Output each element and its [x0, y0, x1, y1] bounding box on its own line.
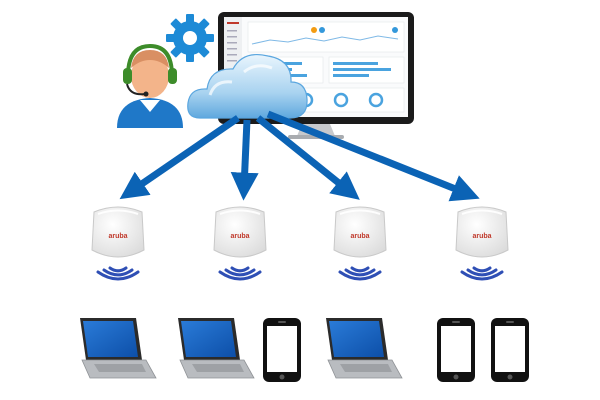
- arrow-to-ap-1: [119, 115, 240, 200]
- gear-icon: [166, 14, 214, 62]
- access-point-icon: aruba: [91, 206, 145, 258]
- distribution-arrows: [119, 110, 480, 202]
- access-points: aruba aruba aruba aruba: [91, 206, 509, 281]
- laptop-icon: [326, 318, 403, 379]
- smartphone-icon: [263, 318, 301, 382]
- access-point-icon: aruba: [333, 206, 387, 258]
- smartphone-icon: [491, 318, 529, 382]
- access-point-brand: aruba: [108, 233, 127, 240]
- wifi-signal-icon: [460, 266, 504, 281]
- support-agent-icon: [117, 43, 183, 128]
- laptop-icon: [80, 318, 157, 379]
- wifi-signal-icon: [96, 266, 140, 281]
- access-point-brand: aruba: [472, 233, 491, 240]
- wifi-signal-icon: [218, 266, 262, 281]
- arrow-to-ap-4: [266, 110, 480, 202]
- smartphone-icon: [437, 318, 475, 382]
- access-point-icon: aruba: [213, 206, 267, 258]
- access-point-brand: aruba: [230, 233, 249, 240]
- laptop-icon: [178, 318, 255, 379]
- client-devices: [80, 318, 529, 382]
- cloud-icon: [187, 53, 308, 119]
- wifi-signal-icon: [338, 266, 382, 281]
- arrow-to-ap-2: [230, 119, 259, 201]
- access-point-brand: aruba: [350, 233, 369, 240]
- access-point-icon: aruba: [455, 206, 509, 258]
- arrow-to-ap-3: [255, 115, 360, 200]
